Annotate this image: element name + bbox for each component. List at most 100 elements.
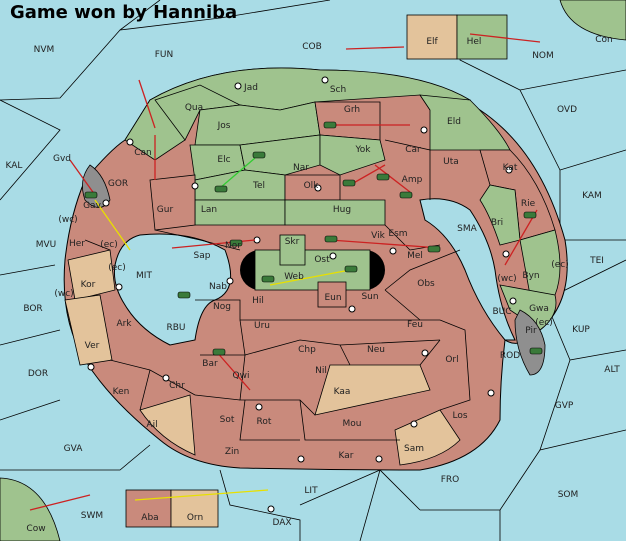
label-Ail: Ail [146, 420, 157, 430]
label-OVD: OVD [557, 105, 577, 115]
label-Con: Con [595, 35, 613, 45]
label-wc1: (wc) [58, 215, 77, 225]
label-Skr: Skr [285, 237, 300, 247]
land-Yok[interactable] [319, 134, 386, 176]
label-Byn: Byn [522, 271, 539, 281]
label-Orl: Orl [445, 355, 458, 365]
label-ec1: (ec) [100, 240, 118, 250]
label-Hug: Hug [333, 205, 351, 215]
label-Gav: Gav [83, 201, 101, 211]
label-Vik: Vik [371, 231, 385, 241]
supply-centers [87, 76, 517, 513]
label-NOM: NOM [532, 51, 554, 61]
land-Ver[interactable] [64, 294, 113, 366]
label-KAL: KAL [6, 161, 23, 171]
label-Ost: Ost [314, 255, 330, 265]
label-Elf: Elf [426, 37, 438, 47]
label-Bar: Bar [202, 359, 218, 369]
label-LIT: LIT [304, 486, 318, 496]
label-Zin: Zin [225, 447, 239, 457]
label-Can: Can [134, 148, 152, 158]
label-Elc: Elc [217, 155, 230, 165]
label-Esm: Esm [388, 229, 407, 239]
label-wc2: (wc) [54, 289, 73, 299]
units [84, 121, 543, 356]
label-Kor: Kor [81, 280, 96, 290]
land-Elf[interactable] [406, 14, 458, 60]
label-ec4: (ec) [535, 318, 553, 328]
label-Kaa: Kaa [334, 387, 351, 397]
land-Kaa[interactable] [314, 364, 431, 416]
label-KAM: KAM [582, 191, 602, 201]
label-Car: Car [405, 145, 421, 155]
green-orders [219, 157, 256, 189]
land-Skr[interactable] [279, 234, 306, 266]
label-Yok: Yok [354, 145, 371, 155]
sea-SMA[interactable] [419, 198, 516, 341]
label-Mel: Mel [407, 251, 423, 261]
label-Her: Her [69, 239, 85, 249]
game-status-title: Game won by Hanniba [10, 2, 238, 23]
label-Uta: Uta [443, 157, 459, 167]
label-Web: Web [284, 272, 304, 282]
label-Jad: Jad [243, 83, 258, 93]
label-Pir: Pir [525, 326, 537, 336]
label-Hil: Hil [252, 296, 264, 306]
label-Aba: Aba [141, 513, 158, 523]
label-ALT: ALT [604, 365, 620, 375]
label-Nog: Nog [213, 302, 231, 312]
label-Bri: Bri [491, 218, 503, 228]
label-BUC: BUC [492, 307, 511, 317]
label-Kar: Kar [339, 451, 354, 461]
label-KUP: KUP [572, 325, 590, 335]
label-Sun: Sun [361, 292, 378, 302]
label-Lan: Lan [201, 205, 217, 215]
label-Ken: Ken [113, 387, 130, 397]
label-Kat: Kat [503, 163, 518, 173]
label-Qua: Qua [185, 103, 203, 113]
label-Olk: Olk [304, 181, 320, 191]
label-Ark: Ark [116, 319, 132, 329]
yellow-orders [94, 199, 351, 501]
label-Gur: Gur [157, 205, 174, 215]
label-wc3: (wc) [497, 274, 516, 284]
label-Eld: Eld [447, 117, 461, 127]
label-Sch: Sch [330, 85, 346, 95]
label-Rot: Rot [257, 417, 272, 427]
land-Eld[interactable] [419, 94, 511, 151]
land-Kor[interactable] [67, 249, 116, 301]
label-Uru: Uru [254, 321, 270, 331]
label-GVP: GVP [555, 401, 574, 411]
label-NVM: NVM [34, 45, 55, 55]
land-Nar[interactable] [239, 134, 321, 176]
label-Qwi: Qwi [233, 371, 250, 381]
label-Obs: Obs [417, 279, 435, 289]
label-Amp: Amp [402, 175, 423, 185]
label-SMA: SMA [457, 224, 477, 234]
land-Gur[interactable] [149, 174, 196, 231]
land-Bri[interactable] [479, 184, 521, 246]
label-Chp: Chp [298, 345, 316, 355]
land-Ail[interactable] [139, 394, 196, 456]
land-Eun[interactable] [317, 281, 347, 308]
label-GVA: GVA [64, 444, 84, 454]
label-Sot: Sot [220, 415, 235, 425]
red-orders [29, 33, 541, 511]
label-Feu: Feu [407, 320, 423, 330]
label-COB: COB [302, 42, 322, 52]
label-BOR: BOR [23, 304, 42, 314]
label-ROD: ROD [500, 351, 520, 361]
label-FRO: FRO [441, 475, 460, 485]
label-Tel: Tel [252, 181, 265, 191]
label-DAX: DAX [272, 518, 291, 528]
label-SOM: SOM [558, 490, 579, 500]
land-Pir[interactable] [514, 309, 546, 376]
label-Rie: Rie [521, 199, 536, 209]
label-ec3: (ec) [108, 263, 126, 273]
label-FUN: FUN [155, 50, 174, 60]
label-Nar: Nar [293, 163, 309, 173]
label-TEI: TEI [589, 256, 604, 266]
